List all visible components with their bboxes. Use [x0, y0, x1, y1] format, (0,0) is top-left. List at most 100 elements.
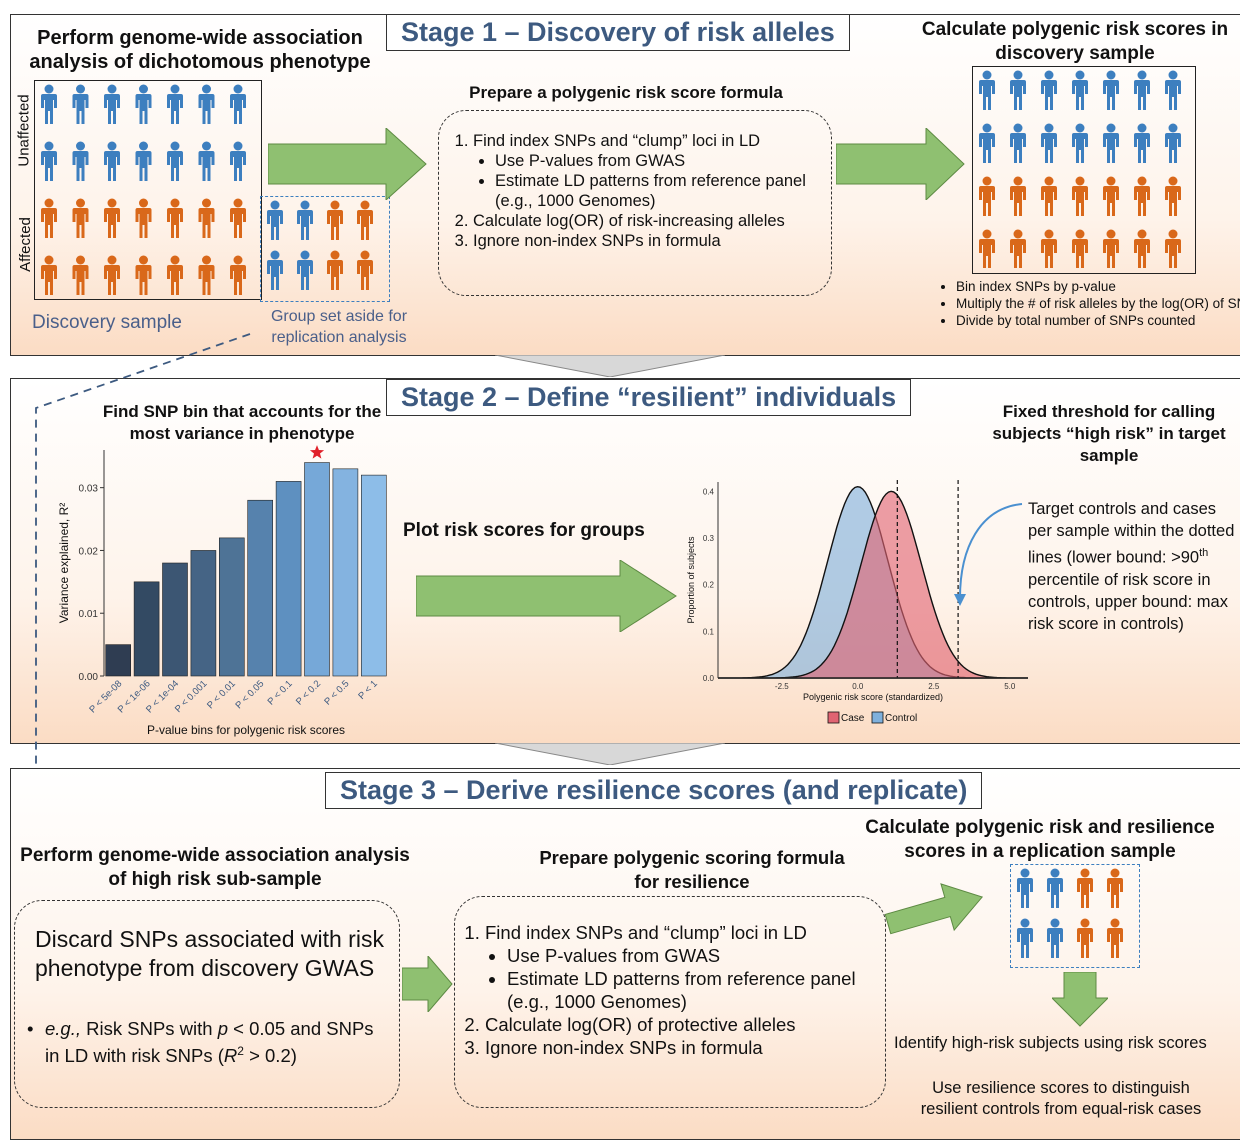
person-icon [1072, 229, 1088, 268]
person-icon [104, 255, 120, 295]
person-icon [41, 255, 57, 295]
stage3-panel [10, 768, 1240, 1140]
stage1-formula-steps: Find index SNPs and “clump” loci in LDUs… [447, 131, 831, 251]
discard-p: p [217, 1018, 229, 1039]
formula-step: Ignore non-index SNPs in formula [473, 231, 831, 251]
label-affected: Affected [16, 217, 34, 272]
arrow-right-2 [836, 128, 965, 200]
legend-swatch [827, 711, 840, 724]
chevron-down-icon [495, 355, 725, 377]
person-icon [167, 198, 183, 238]
y-axis-label: Variance explained, R² [57, 503, 71, 624]
stage1-formula-box: Find index SNPs and “clump” loci in LDUs… [438, 110, 832, 296]
y-tick-label: 0.00 [79, 672, 99, 683]
replication-connector-line [35, 333, 332, 800]
person-icon [1103, 70, 1119, 110]
person-icon [230, 84, 246, 124]
person-icon [72, 198, 89, 238]
person-icon [297, 200, 313, 240]
use-text: Use resilience scores to distinguish res… [920, 1079, 1202, 1118]
formula-step: Find index SNPs and “clump” loci in LDUs… [485, 921, 865, 1013]
stage1-calc-bullets: Bin index SNPs by p-valueMultiply the # … [938, 278, 1240, 329]
formula-substep: Use P-values from GWAS [495, 151, 831, 171]
formula-substep: Estimate LD patterns from reference pane… [507, 967, 865, 1013]
y-tick-label: 0.02 [79, 546, 99, 557]
person-icon [267, 200, 283, 240]
person-icon [1103, 176, 1119, 216]
person-icon [327, 250, 343, 290]
x-tick-label: 0.0 [852, 682, 864, 691]
stage3-calc-heading: Calculate polygenic risk and resilience … [865, 817, 1215, 862]
person-icon [1077, 918, 1093, 958]
y-tick-label: 0.4 [703, 487, 715, 496]
y-tick-label: 0.1 [703, 627, 715, 636]
person-icon [1103, 123, 1119, 163]
person-icon [357, 250, 373, 290]
person-icon [1107, 918, 1123, 958]
stage3-gwas-heading: Perform genome-wide association analysis… [20, 845, 410, 890]
person-icon [1017, 868, 1033, 908]
legend-swatch [871, 711, 884, 724]
person-icon [1077, 868, 1093, 908]
calc-people-icons [979, 70, 1181, 268]
target-text: Target controls and cases per sample wit… [1028, 498, 1240, 635]
arrow-up-right [884, 883, 984, 935]
bar [162, 562, 188, 677]
target-text-main: Target controls and cases per sample wit… [1028, 500, 1235, 567]
person-icon [230, 141, 246, 181]
bar [247, 499, 273, 677]
person-icon [230, 198, 246, 238]
formula-step-text: Ignore non-index SNPs in formula [473, 232, 721, 250]
x-tick-label: 2.5 [928, 682, 940, 691]
bar [361, 474, 387, 677]
y-tick-label: 0.03 [79, 484, 99, 495]
discard-sub: •e.g., Risk SNPs with p < 0.05 and SNPs … [27, 1018, 374, 1067]
arrow-right-4 [402, 956, 453, 1012]
discard-eg: e.g., [45, 1018, 81, 1039]
person-icon [1041, 70, 1057, 110]
formula-step: Find index SNPs and “clump” loci in LDUs… [473, 131, 831, 211]
bar [105, 644, 131, 677]
stage1-title: Stage 1 – Discovery of risk alleles [386, 14, 850, 51]
person-icon [167, 141, 183, 181]
curved-arrow-icon [954, 503, 1023, 606]
person-icon [167, 255, 183, 295]
replication-sample-icons [1017, 868, 1123, 958]
person-icon [1010, 229, 1026, 268]
person-icon [72, 255, 89, 295]
stage3-title: Stage 3 – Derive resilience scores (and … [325, 772, 983, 809]
person-icon [267, 250, 283, 290]
y-axis-label: Proportion of subjects [686, 536, 696, 624]
person-icon [135, 141, 152, 181]
person-icon [327, 200, 343, 240]
person-icon [1010, 176, 1026, 216]
formula-step-text: Ignore non-index SNPs in formula [485, 1037, 763, 1058]
replication-sample-box [1010, 864, 1140, 968]
legend-label: Case [841, 713, 865, 724]
formula-step: Calculate log(OR) of protective alleles [485, 1013, 865, 1036]
person-icon [1165, 70, 1181, 110]
chevron-down-icon-2 [495, 743, 725, 765]
person-icon [1072, 70, 1088, 110]
bar [304, 462, 330, 677]
x-axis-label: P-value bins for polygenic risk scores [147, 723, 345, 737]
formula-step-text: Calculate log(OR) of protective alleles [485, 1014, 796, 1035]
person-icon [1017, 918, 1033, 958]
x-tick-label: P < 1 [356, 678, 380, 702]
legend-label: Control [885, 713, 917, 724]
x-tick-label: 5.0 [1004, 682, 1016, 691]
replication-label: Group set aside for replication analysis [270, 308, 408, 346]
person-icon [1072, 176, 1088, 216]
stage3-formula-steps: Find index SNPs and “clump” loci in LDUs… [459, 921, 865, 1059]
formula-step-text: Find index SNPs and “clump” loci in LD [473, 132, 761, 150]
y-tick-label: 0.01 [79, 609, 99, 620]
bar [332, 468, 359, 677]
threshold-heading: Fixed threshold for calling subjects “hi… [992, 402, 1226, 465]
calc-sample-box [972, 66, 1196, 274]
stage2-bin-heading: Find SNP bin that accounts for the most … [102, 402, 382, 443]
person-icon [135, 255, 152, 295]
bar [190, 550, 217, 677]
person-icon [979, 176, 995, 216]
person-icon [41, 84, 57, 124]
